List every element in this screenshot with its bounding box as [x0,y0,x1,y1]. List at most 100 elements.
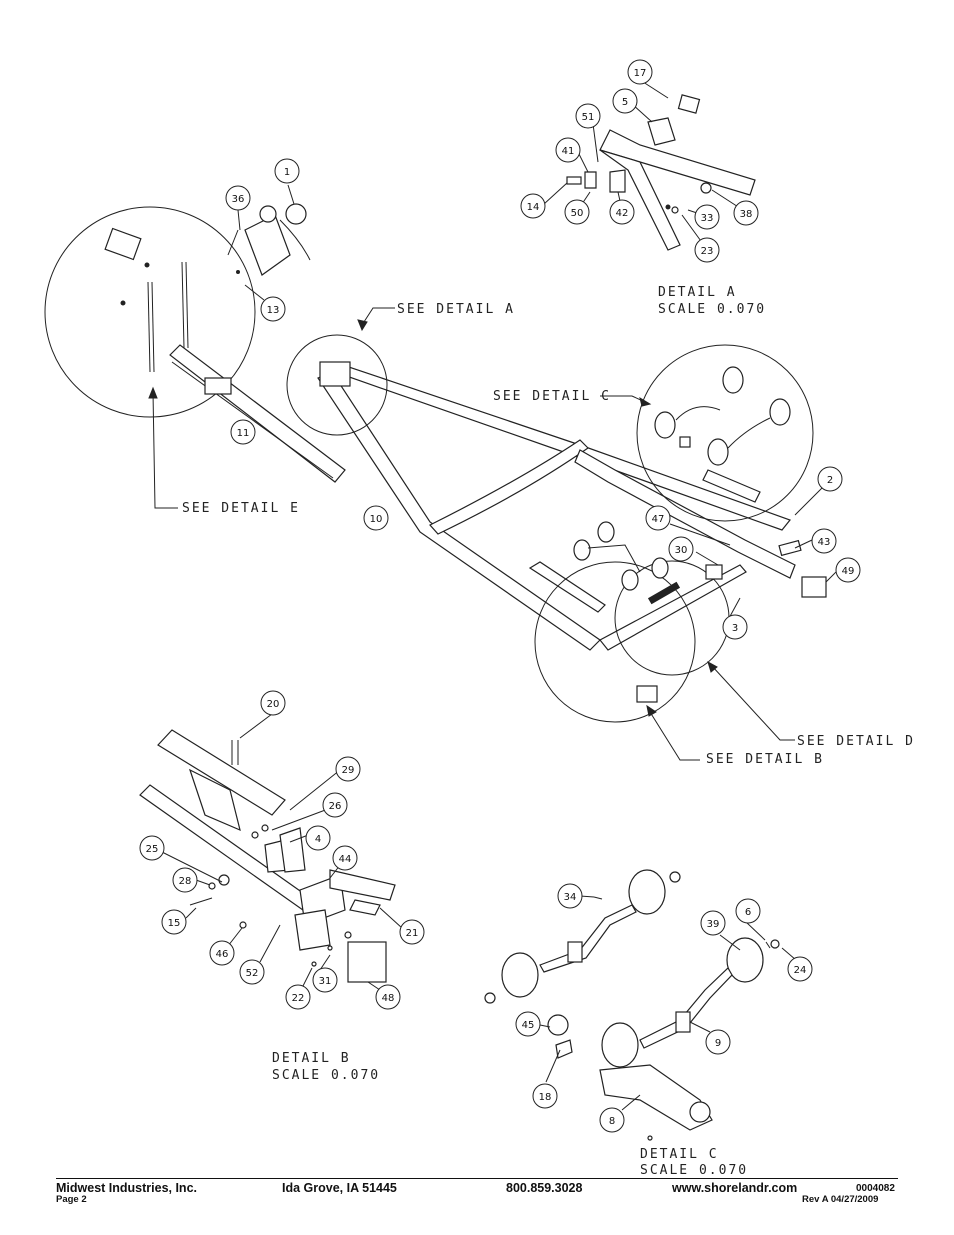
svg-text:5: 5 [622,97,628,108]
svg-text:3: 3 [732,623,738,634]
svg-text:41: 41 [562,146,575,157]
svg-text:49: 49 [842,566,855,577]
svg-text:6: 6 [745,907,751,918]
detail-a-title: DETAIL A [658,285,737,300]
svg-text:30: 30 [675,545,688,556]
callout-20: 20 [260,690,286,716]
svg-text:50: 50 [571,208,584,219]
see-detail-a-label: SEE DETAIL A [397,302,515,317]
svg-text:25: 25 [146,844,159,855]
svg-text:11: 11 [237,428,250,439]
callout-50: 50 [564,199,590,225]
detail-labels: SEE DETAIL A SEE DETAIL C SEE DETAIL E S… [182,285,915,1178]
svg-text:13: 13 [267,305,280,316]
svg-text:9: 9 [715,1038,721,1049]
svg-text:39: 39 [707,919,720,930]
detail-circles [44,206,814,723]
detail-b-circle [534,561,696,723]
svg-text:1: 1 [284,167,290,178]
callout-38: 38 [733,200,759,226]
doc-number: 0004082 [856,1183,895,1194]
callout-11: 11 [230,419,256,445]
svg-text:8: 8 [609,1116,615,1127]
callout-1: 1 [274,158,300,184]
company-website[interactable]: www.shorelandr.com [672,1181,798,1195]
detail-c-title: DETAIL C [640,1147,719,1162]
svg-text:48: 48 [382,993,395,1004]
detail-e-circle [44,206,256,418]
callout-15: 15 [161,909,187,935]
callout-48: 48 [375,984,401,1010]
detail-b-title: DETAIL B [272,1051,351,1066]
see-detail-d-label: SEE DETAIL D [797,734,915,749]
winch-assembly [227,203,311,276]
detail-c-scale: SCALE 0.070 [640,1163,748,1178]
company-name: Midwest Industries, Inc. [56,1181,197,1195]
svg-text:22: 22 [292,993,305,1004]
callout-14: 14 [520,193,546,219]
callout-46: 46 [209,940,235,966]
callout-44: 44 [332,845,358,871]
callout-47: 47 [645,505,671,531]
callout-5: 5 [612,88,638,114]
callout-17: 17 [627,59,653,85]
svg-text:18: 18 [539,1092,552,1103]
callout-4: 4 [305,825,331,851]
callout-49: 49 [835,557,861,583]
detail-c-circle [636,344,814,522]
page-footer: Midwest Industries, Inc. Ida Grove, IA 5… [56,1178,898,1207]
svg-text:14: 14 [527,202,540,213]
label-pointers [148,307,795,761]
svg-text:38: 38 [740,209,753,220]
callout-6: 6 [735,898,761,924]
callout-23: 23 [694,237,720,263]
callout-29: 29 [335,756,361,782]
callout-10: 10 [363,505,389,531]
svg-text:46: 46 [216,949,229,960]
callout-28: 28 [172,867,198,893]
svg-text:23: 23 [701,246,714,257]
svg-text:10: 10 [370,514,383,525]
svg-text:34: 34 [564,892,577,903]
see-detail-b-label: SEE DETAIL B [706,752,824,767]
callout-26: 26 [322,792,348,818]
see-detail-e-label: SEE DETAIL E [182,501,300,516]
callout-24: 24 [787,956,813,982]
svg-text:21: 21 [406,928,419,939]
callout-bubbles: 17 5 51 41 14 50 42 33 38 23 36 1 13 11 … [139,59,861,1133]
callout-33: 33 [694,204,720,230]
callout-31: 31 [312,967,338,993]
svg-text:36: 36 [232,194,245,205]
callout-42: 42 [609,199,635,225]
detail-c-drawing [484,869,780,1141]
detail-e-parts [104,227,232,395]
svg-text:4: 4 [315,834,321,845]
detail-a-parts [566,94,756,251]
callout-8: 8 [599,1107,625,1133]
svg-text:33: 33 [701,213,714,224]
svg-text:51: 51 [582,112,595,123]
svg-text:52: 52 [246,968,259,979]
svg-text:43: 43 [818,537,831,548]
svg-text:42: 42 [616,208,629,219]
svg-text:31: 31 [319,976,332,987]
svg-text:29: 29 [342,765,355,776]
svg-text:17: 17 [634,68,647,79]
callout-18: 18 [532,1083,558,1109]
svg-text:44: 44 [339,854,352,865]
company-city: Ida Grove, IA 51445 [282,1181,397,1195]
callout-25: 25 [139,835,165,861]
page-number: Page 2 [56,1194,87,1205]
svg-text:15: 15 [168,918,181,929]
detail-a-circle [286,334,388,436]
callout-52: 52 [239,959,265,985]
detail-b-scale: SCALE 0.070 [272,1068,380,1083]
callout-36: 36 [225,185,251,211]
callout-39: 39 [700,910,726,936]
callout-30: 30 [668,536,694,562]
main-frame [169,344,796,651]
callout-22: 22 [285,984,311,1010]
callout-9: 9 [705,1029,731,1055]
detail-bd-parts [573,521,723,703]
